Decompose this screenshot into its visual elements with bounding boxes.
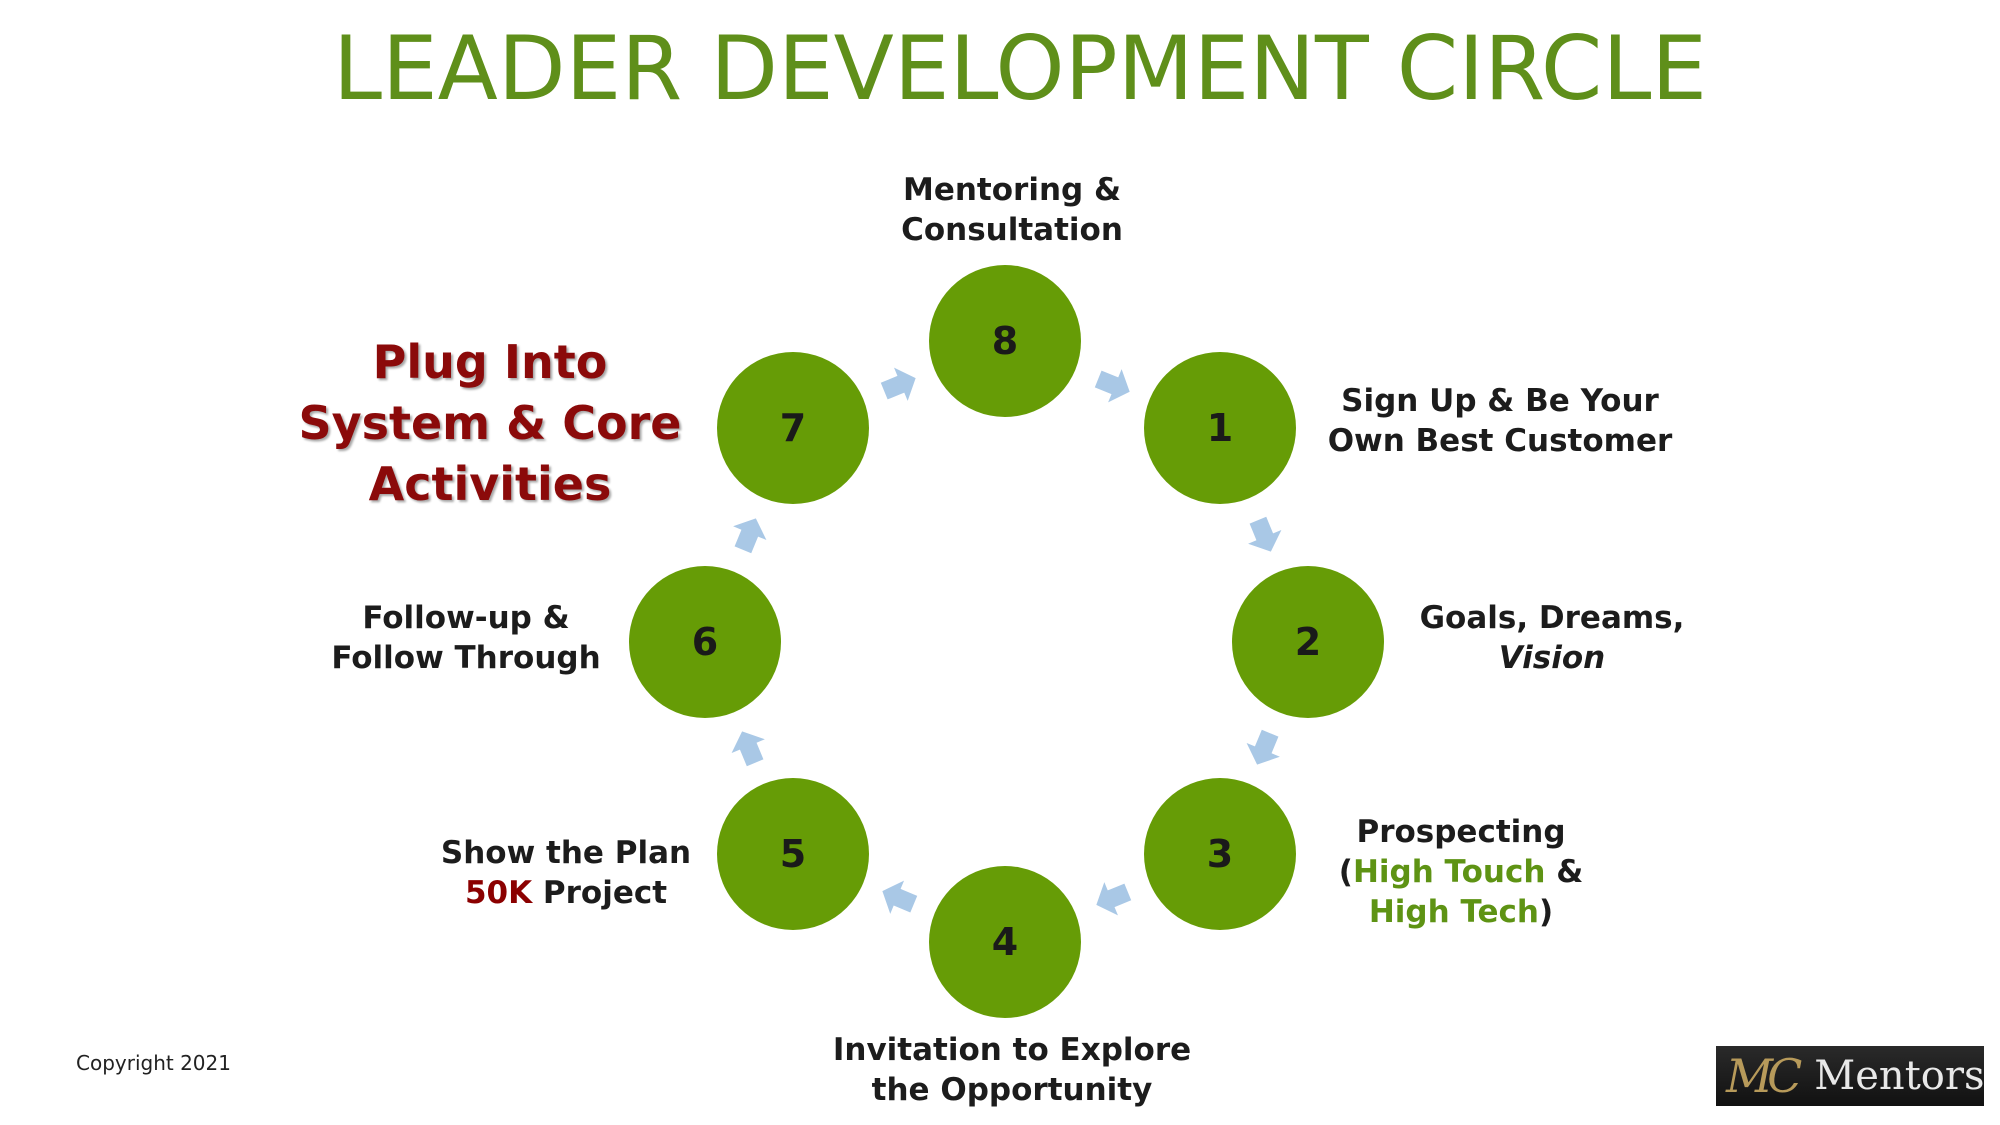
chevron-arrow-icon bbox=[1248, 516, 1282, 552]
label-line: Follow Through bbox=[331, 640, 601, 676]
cycle-node-2: 2 bbox=[1232, 566, 1384, 718]
copyright-text: Copyright 2021 bbox=[76, 1051, 231, 1075]
cycle-node-5: 5 bbox=[717, 778, 869, 930]
label-line: (High Touch & bbox=[1311, 852, 1611, 892]
chevron-arrow-icon bbox=[1094, 368, 1130, 402]
label-line: Goals, Dreams, bbox=[1419, 600, 1685, 636]
label-show-plan: Show the Plan 50K Project bbox=[416, 833, 716, 913]
cycle-node-4: 4 bbox=[929, 866, 1081, 1018]
node-number: 1 bbox=[1206, 406, 1234, 450]
label-goals: Goals, Dreams, Vision bbox=[1402, 598, 1702, 678]
label-follow-up: Follow-up & Follow Through bbox=[316, 598, 616, 678]
label-line: Vision bbox=[1498, 640, 1606, 676]
high-touch-text: High Touch bbox=[1352, 854, 1546, 890]
label-line: Sign Up & Be Your bbox=[1341, 383, 1659, 419]
paren: ( bbox=[1338, 854, 1353, 890]
high-tech-text: High Tech bbox=[1368, 894, 1539, 930]
node-number: 2 bbox=[1294, 620, 1322, 664]
label-line: Show the Plan bbox=[440, 835, 692, 871]
node-number: 6 bbox=[691, 620, 719, 664]
highlight-50k: 50K bbox=[464, 875, 533, 911]
callout-text: Plug Into System & Core Activities bbox=[240, 332, 740, 515]
chevron-arrow-icon bbox=[1246, 729, 1280, 765]
label-line: the Opportunity bbox=[871, 1072, 1153, 1108]
logo-mark: MC bbox=[1726, 1049, 1802, 1103]
chevron-arrow-icon bbox=[731, 731, 765, 767]
label-sign-up: Sign Up & Be Your Own Best Customer bbox=[1310, 381, 1690, 461]
label-rest: Project bbox=[532, 875, 668, 911]
label-line: 50K Project bbox=[416, 873, 716, 913]
cycle-node-1: 1 bbox=[1144, 352, 1296, 504]
label-prospecting: Prospecting (High Touch & High Tech) bbox=[1311, 812, 1611, 932]
label-line: Follow-up & bbox=[362, 600, 570, 636]
cycle-node-6: 6 bbox=[629, 566, 781, 718]
paren: ) bbox=[1538, 894, 1554, 930]
label-line: Prospecting bbox=[1356, 814, 1566, 850]
callout-line-2: System & Core bbox=[298, 396, 682, 450]
label-line: Own Best Customer bbox=[1327, 423, 1673, 459]
node-number: 4 bbox=[991, 920, 1019, 964]
cycle-node-7: 7 bbox=[717, 352, 869, 504]
chevron-arrow-icon bbox=[733, 518, 767, 554]
label-invitation: Invitation to Explore the Opportunity bbox=[812, 1030, 1212, 1110]
callout-line-3: Activities bbox=[368, 457, 612, 511]
logo-text: Mentors bbox=[1814, 1053, 1985, 1099]
label-mentoring: Mentoring & Consultation bbox=[862, 170, 1162, 250]
node-number: 8 bbox=[991, 319, 1019, 363]
label-line: Mentoring & bbox=[902, 172, 1122, 208]
chevron-arrow-icon bbox=[882, 880, 918, 914]
chevron-arrow-icon bbox=[880, 367, 916, 401]
chevron-arrow-icon bbox=[1095, 882, 1131, 916]
label-line: High Tech) bbox=[1311, 892, 1611, 932]
label-line: Consultation bbox=[901, 212, 1123, 248]
callout-line-1: Plug Into bbox=[372, 335, 608, 389]
cycle-node-3: 3 bbox=[1144, 778, 1296, 930]
cycle-node-8: 8 bbox=[929, 265, 1081, 417]
company-logo: MC Mentors bbox=[1716, 1046, 1985, 1106]
amp-text: & bbox=[1545, 854, 1584, 890]
page-title: LEADER DEVELOPMENT CIRCLE bbox=[332, 17, 1707, 120]
label-line: Invitation to Explore bbox=[832, 1032, 1192, 1068]
node-number: 3 bbox=[1206, 832, 1234, 876]
node-number: 7 bbox=[779, 406, 807, 450]
node-number: 5 bbox=[779, 832, 807, 876]
